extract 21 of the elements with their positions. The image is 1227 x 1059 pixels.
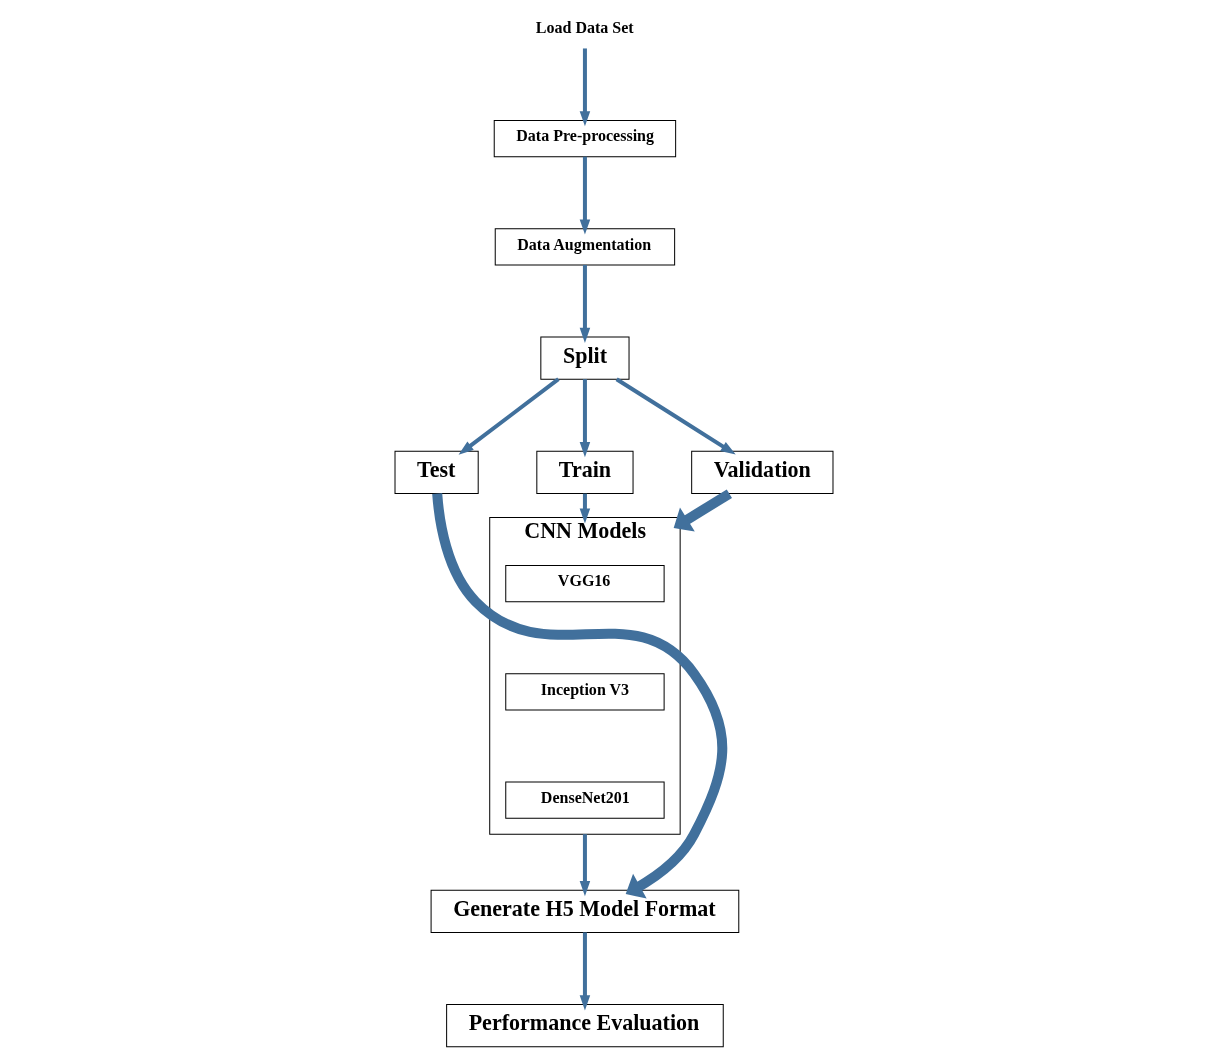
node-box: Performance Evaluation — [445, 1004, 724, 1048]
arrow — [579, 379, 590, 458]
arrow — [673, 489, 732, 532]
arrow — [579, 932, 590, 1011]
arrow — [579, 48, 590, 127]
node-box: VGG16 — [504, 565, 665, 603]
node-box: Inception V3 — [504, 673, 665, 711]
arrow — [615, 377, 736, 455]
arrow — [579, 156, 590, 235]
arrow — [579, 834, 590, 897]
node-box: Train — [535, 450, 634, 494]
arrow — [458, 377, 560, 455]
node-box: Data Pre-processing — [493, 120, 676, 158]
node-box: Validation — [690, 450, 833, 494]
node-box: DenseNet201 — [504, 781, 665, 819]
arrow — [579, 264, 590, 343]
node-box: Data Augmentation — [494, 228, 675, 266]
node-box: Test — [394, 450, 479, 494]
node-box: Generate H5 Model Format — [430, 889, 739, 933]
node-box: Split — [539, 336, 630, 380]
node-text: Load Data Set — [535, 19, 634, 37]
